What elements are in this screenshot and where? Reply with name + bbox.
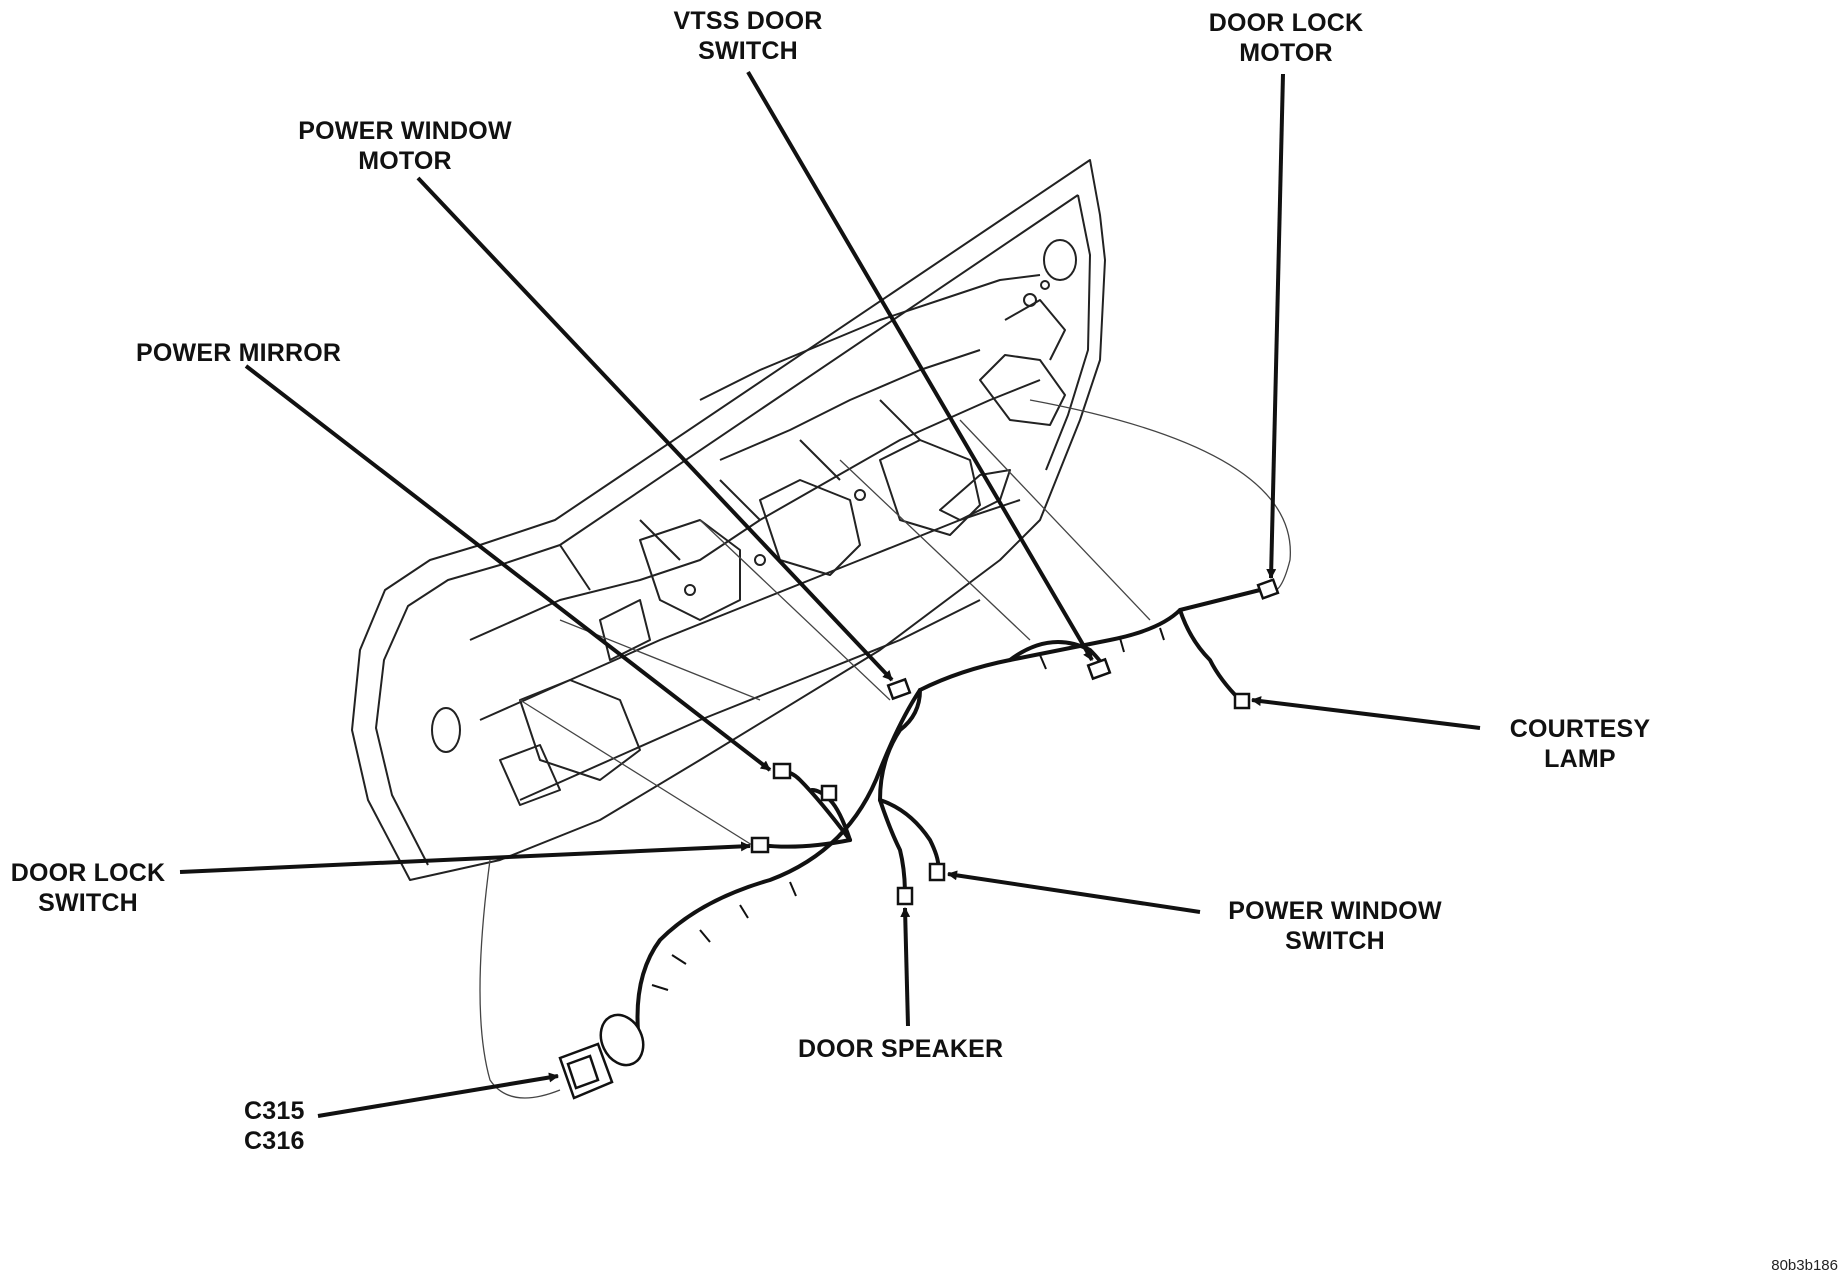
label-c315: C315 (244, 1097, 305, 1125)
connector-courtesy-lamp (1233, 692, 1251, 710)
wiring-harness (635, 588, 1262, 1052)
label-power-window-switch-line1: POWER WINDOW (1228, 897, 1442, 925)
connector-door-lock-switch (750, 836, 770, 854)
arrow-c315-c316 (317, 1072, 559, 1118)
connectors (558, 578, 1280, 1100)
arrow-power-window-motor (416, 176, 894, 682)
label-power-window-switch: POWER WINDOW SWITCH (1210, 896, 1460, 956)
label-courtesy-lamp-line1: COURTESY (1509, 715, 1651, 743)
grommet (599, 1013, 645, 1067)
arrow-courtesy-lamp (1251, 696, 1481, 730)
label-power-window-motor: POWER WINDOW MOTOR (280, 116, 530, 176)
label-power-window-motor-line1: POWER WINDOW (298, 117, 512, 145)
label-door-lock-motor: DOOR LOCK MOTOR (1186, 8, 1386, 68)
label-door-lock-motor-line2: MOTOR (1239, 39, 1333, 67)
label-door-lock-switch-line1: DOOR LOCK (10, 859, 166, 887)
figure-id: 80b3b186 (1771, 1257, 1838, 1274)
label-courtesy-lamp-line2: LAMP (1544, 745, 1616, 773)
label-door-lock-switch-line2: SWITCH (38, 889, 138, 917)
label-power-mirror-line1: POWER MIRROR (136, 339, 342, 367)
door-panel (351, 159, 1106, 881)
arrow-door-lock-switch (179, 841, 751, 874)
connector-vtss-switch (1086, 657, 1112, 681)
label-power-mirror: POWER MIRROR (136, 338, 341, 368)
label-door-lock-motor-line1: DOOR LOCK (1208, 9, 1364, 37)
label-power-window-motor-line2: MOTOR (358, 147, 452, 175)
arrow-power-window-switch (947, 870, 1201, 914)
harness-tape-marks (651, 627, 1165, 991)
connector-power-mirror (772, 762, 792, 780)
label-courtesy-lamp: COURTESY LAMP (1490, 714, 1670, 774)
label-door-speaker-line1: DOOR SPEAKER (798, 1035, 1004, 1063)
connector-power-window-motor (886, 677, 912, 701)
label-door-speaker: DOOR SPEAKER (798, 1034, 1003, 1064)
connector-door-speaker (896, 886, 914, 906)
label-power-window-switch-line2: SWITCH (1285, 927, 1385, 955)
connector-door-lock-motor (1256, 578, 1280, 600)
label-connector-c315-c316: C315 C316 (244, 1096, 305, 1156)
connector-harness-side (820, 784, 838, 802)
callout-arrows (179, 70, 1481, 1118)
arrow-vtss-door-switch (746, 70, 1094, 662)
label-c316: C316 (244, 1127, 305, 1155)
panel-guide-lines (479, 399, 1291, 1099)
arrow-door-speaker (900, 907, 911, 1027)
label-vtss-door-switch-line2: SWITCH (698, 37, 798, 65)
connector-power-window-switch (928, 862, 946, 882)
label-vtss-door-switch-line1: VTSS DOOR (673, 7, 823, 35)
arrow-power-mirror (244, 364, 772, 772)
label-vtss-door-switch: VTSS DOOR SWITCH (648, 6, 848, 66)
label-door-lock-switch: DOOR LOCK SWITCH (0, 858, 176, 918)
arrow-door-lock-motor (1266, 73, 1285, 579)
